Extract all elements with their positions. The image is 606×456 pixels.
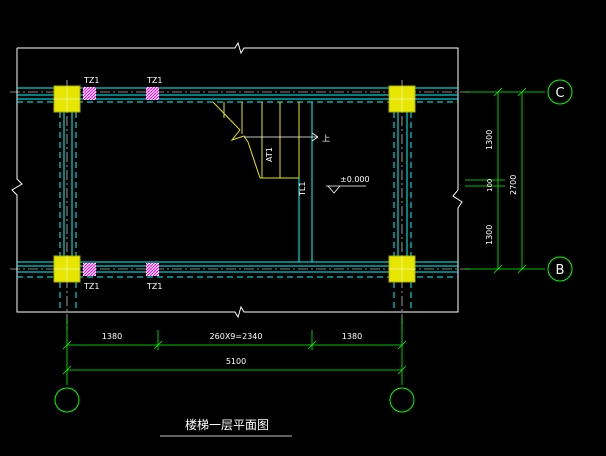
dim-total: 5100 (226, 357, 246, 366)
stair-up-label: 上 (322, 134, 330, 143)
tz1-label-top-2: TZ1 (146, 76, 162, 85)
plan-boundary (11, 41, 463, 319)
column-crosses (54, 86, 415, 282)
tz1-bottom-1 (83, 263, 96, 276)
dim-middle: 260X9=2340 (210, 332, 263, 341)
tz1-label-bottom-1: TZ1 (83, 282, 99, 291)
tz1-label-bottom-2: TZ1 (146, 282, 162, 291)
dim-left: 1380 (102, 332, 122, 341)
stair-flight-label: AT1 (265, 147, 274, 162)
axis-bubble-b (547, 256, 573, 282)
dim-v-bottom: 1300 (485, 225, 494, 245)
tz1-label-top-1: TZ1 (83, 76, 99, 85)
axis-bubble-bottom-left (54, 387, 80, 413)
axis-label-c: C (555, 86, 564, 101)
drawing-title: 楼梯一层平面图 (185, 417, 269, 432)
elevation-label: ±0.000 (340, 175, 370, 184)
dim-v-middle: 100 (486, 179, 494, 192)
axis-lines (10, 80, 470, 330)
tz1-bottom-2 (146, 263, 159, 276)
dim-v-total: 2700 (509, 175, 518, 195)
axis-bubble-c (547, 79, 573, 105)
stair-up-arrow (244, 132, 319, 142)
axis-bubble-bottom-right (389, 387, 415, 413)
columns (53, 85, 416, 283)
vertical-dimensions (465, 87, 545, 274)
dim-right: 1380 (342, 332, 362, 341)
tz1-top-2 (146, 87, 159, 100)
axis-bubbles (54, 79, 573, 413)
axis-label-b: B (556, 263, 565, 278)
stair-beam-label: TL1 (298, 182, 307, 197)
tz1-top-1 (83, 87, 96, 100)
tz1-columns (83, 87, 159, 276)
elevation-mark (326, 185, 366, 194)
horizontal-dimensions (62, 318, 407, 385)
dim-v-top: 1300 (485, 130, 494, 150)
stair-flight (212, 101, 300, 179)
stair-beam (298, 102, 313, 262)
